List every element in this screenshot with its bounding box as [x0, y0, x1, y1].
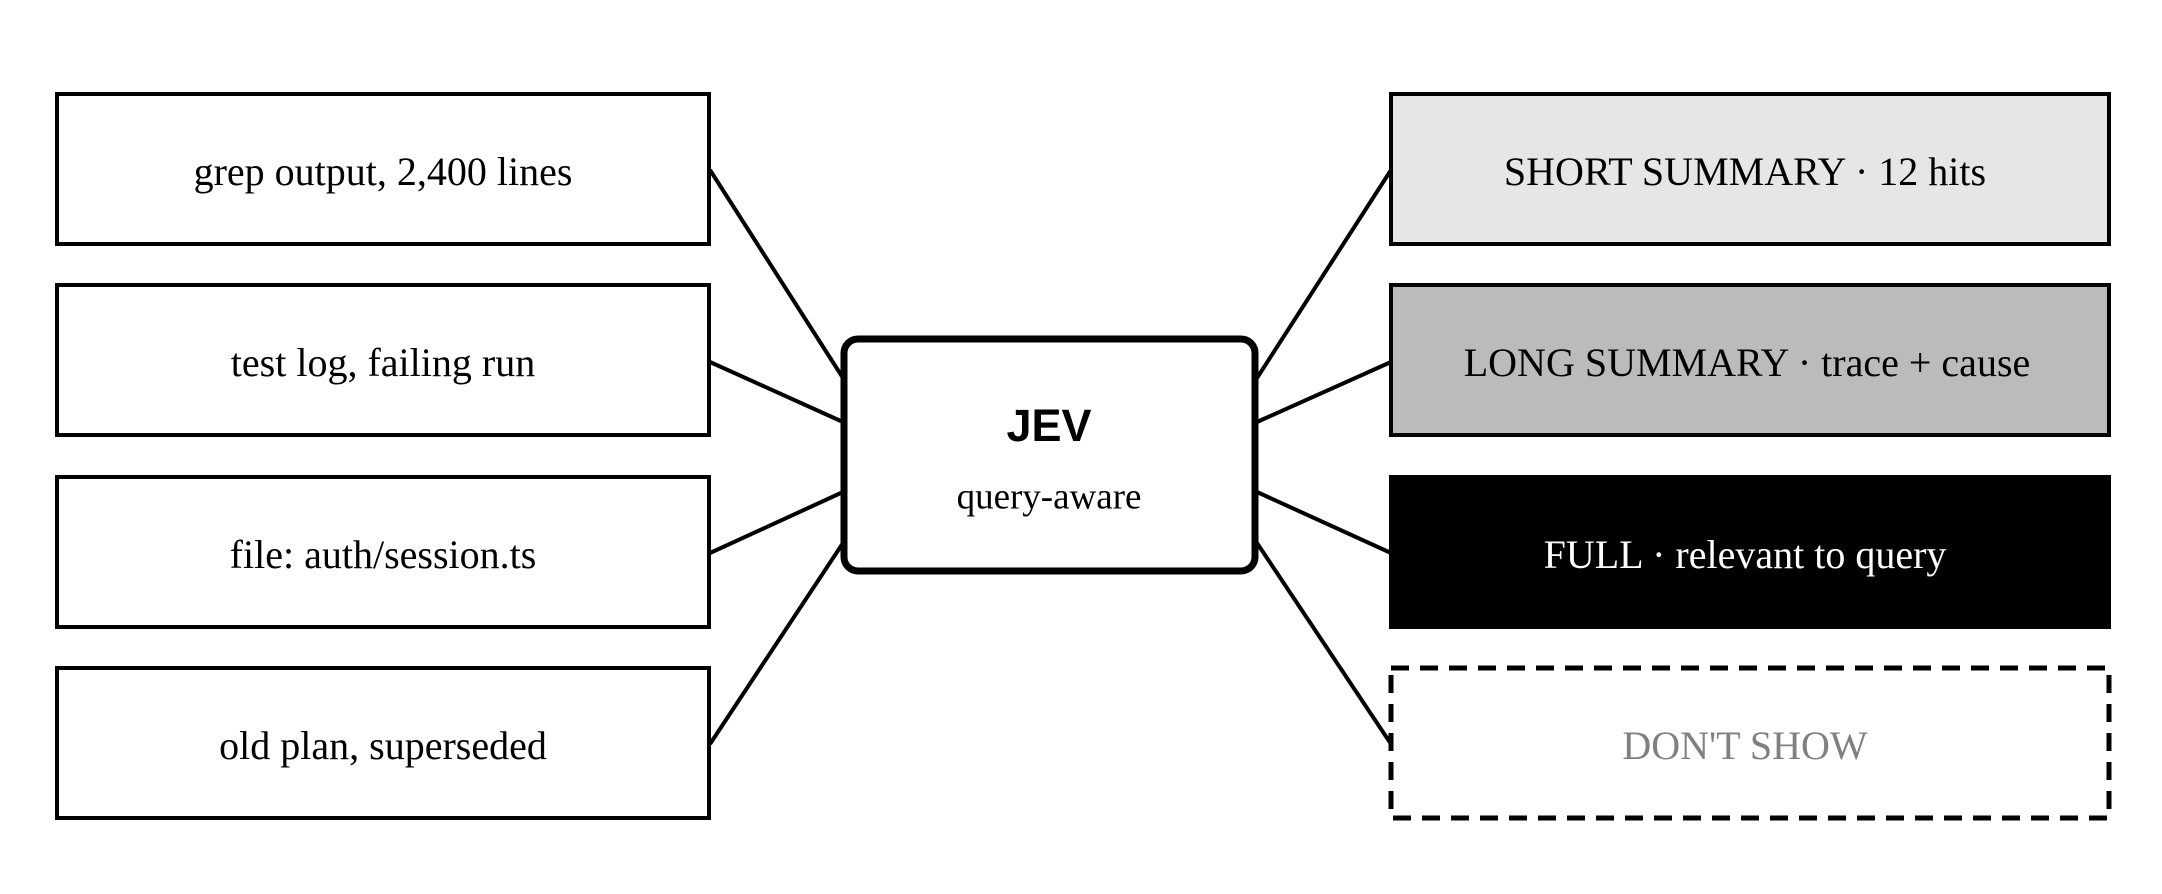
connector-output-2	[1256, 360, 1392, 424]
input-label-3: file: auth/session.ts	[230, 532, 537, 577]
center-box: JEV query-aware	[840, 335, 1259, 575]
input-label-2: test log, failing run	[231, 340, 535, 385]
output-label-long-summary: LONG SUMMARY · trace + cause	[1464, 340, 2031, 385]
connector-input-2	[709, 360, 844, 424]
input-label-4: old plan, superseded	[219, 723, 547, 768]
input-box-3: file: auth/session.ts	[55, 475, 711, 629]
center-title: JEV	[1006, 400, 1091, 451]
output-connectors	[1255, 168, 1393, 746]
output-label-dont-show: DON'T SHOW	[1622, 723, 1868, 768]
center-subtitle: query-aware	[957, 476, 1142, 517]
connector-output-4	[1255, 541, 1393, 746]
connector-output-3	[1256, 490, 1392, 555]
output-box-short-summary: SHORT SUMMARY · 12 hits	[1389, 92, 2111, 246]
output-label-short-summary: SHORT SUMMARY · 12 hits	[1504, 149, 1986, 194]
connector-input-1	[708, 168, 845, 380]
input-box-2: test log, failing run	[55, 283, 711, 437]
input-boxes: grep output, 2,400 lines test log, faili…	[55, 92, 711, 820]
connector-output-1	[1255, 168, 1393, 380]
input-box-4: old plan, superseded	[55, 666, 711, 820]
output-box-full: FULL · relevant to query	[1389, 475, 2111, 629]
output-box-long-summary: LONG SUMMARY · trace + cause	[1389, 283, 2111, 437]
input-label-1: grep output, 2,400 lines	[194, 149, 573, 194]
output-boxes: SHORT SUMMARY · 12 hits LONG SUMMARY · t…	[1388, 92, 2112, 821]
connector-input-4	[708, 541, 845, 746]
output-label-full: FULL · relevant to query	[1544, 532, 1947, 577]
input-connectors	[708, 168, 845, 746]
input-box-1: grep output, 2,400 lines	[55, 92, 711, 246]
output-box-dont-show: DON'T SHOW	[1388, 665, 2112, 821]
connector-input-3	[709, 490, 844, 555]
